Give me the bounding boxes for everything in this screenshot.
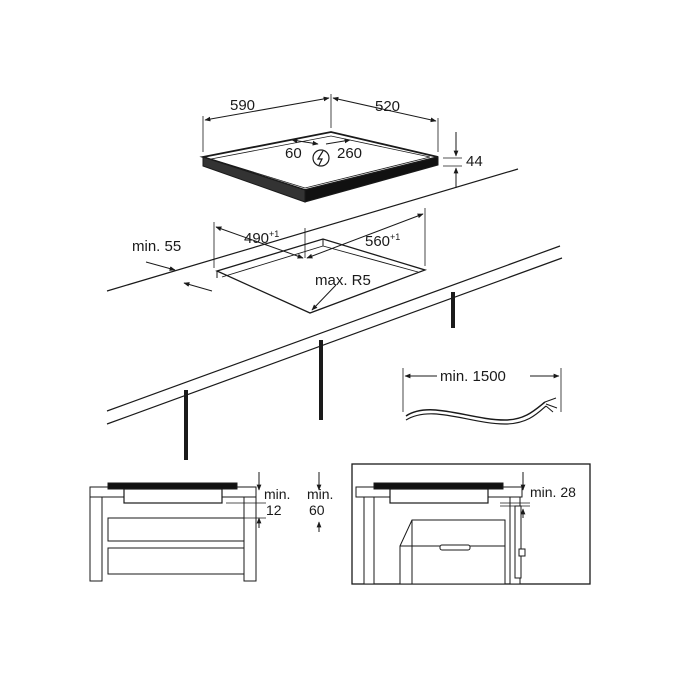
gap-b-label-top: min. — [307, 486, 333, 502]
gap-a-label-bottom: 12 — [266, 502, 282, 518]
cable-length-label: min. 1500 — [440, 368, 506, 385]
edge-distance-label: min. 55 — [132, 238, 181, 255]
cable-drawing — [402, 368, 562, 425]
power-connection-icon — [312, 149, 330, 167]
hob-drawing — [199, 131, 439, 203]
gap-a-label-top: min. — [264, 486, 290, 502]
cutout-width-tolerance: +1 — [269, 229, 279, 239]
cutout-depth-label: 560+1 — [365, 232, 400, 250]
cutout-depth-tolerance: +1 — [390, 232, 400, 242]
hob-dimensions — [202, 94, 462, 188]
installation-right-drawing — [351, 463, 591, 585]
cutout-dimensions — [145, 208, 426, 311]
hob-height-label: 44 — [466, 153, 483, 170]
installation-left-drawing — [89, 472, 322, 582]
worktop-drawing — [106, 168, 563, 460]
corner-radius-label: max. R5 — [315, 272, 371, 289]
hob-depth-label: 520 — [375, 98, 400, 115]
gap-b-label-bottom: 60 — [309, 502, 325, 518]
gap-right-label: min. 28 — [530, 484, 576, 500]
connection-left-label: 60 — [285, 145, 302, 162]
hob-width-label: 590 — [230, 97, 255, 114]
connection-right-label: 260 — [337, 145, 362, 162]
cutout-width-label: 490+1 — [244, 229, 279, 247]
